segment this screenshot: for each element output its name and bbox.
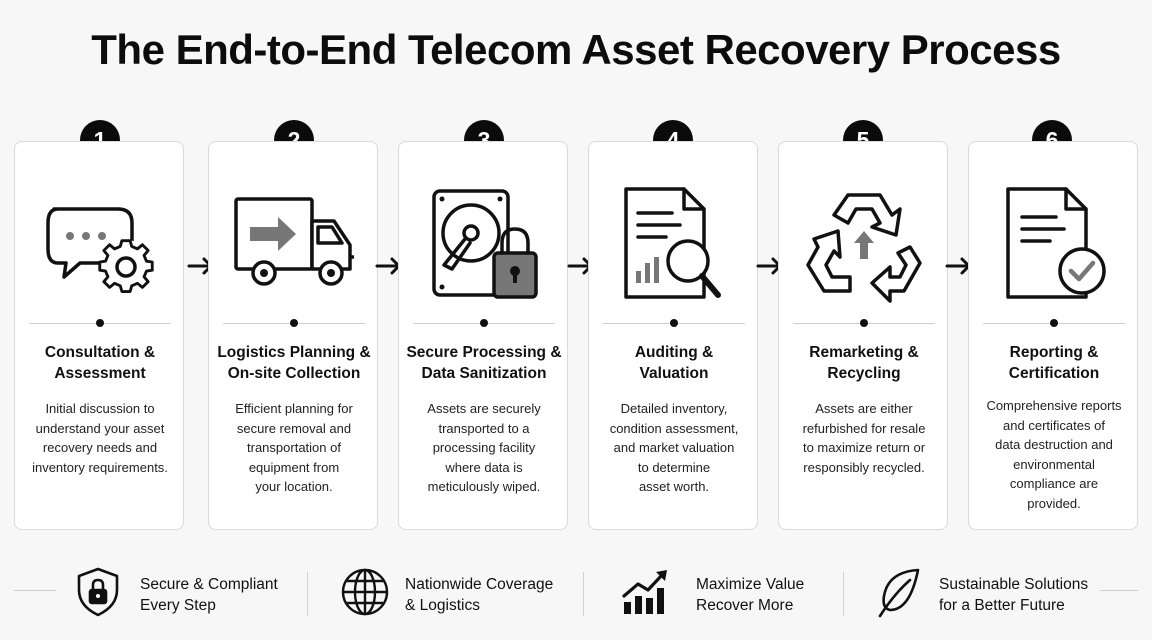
step-description: Detailed inventory,condition assessment,… [609,401,739,494]
shield-lock-icon [72,566,124,618]
leaf-icon [874,566,926,618]
step-title: Secure Processing &Data Sanitization [406,344,562,382]
step-title: Auditing &Valuation [634,344,714,382]
feature-coverage-text: Nationwide Coverage& Logistics [405,576,554,614]
step-card-secure-processing: Secure Processing &Data Sanitization Ass… [398,141,568,530]
page-title: The End-to-End Telecom Asset Recovery Pr… [91,26,1061,73]
separator-dot [860,319,868,327]
truck-icon [234,187,354,307]
separator-dot [480,319,488,327]
step-card-reporting: Reporting &Certification Comprehensive r… [968,141,1138,530]
step-card-logistics: Logistics Planning &On-site Collection E… [208,141,378,530]
footer-line [14,590,56,591]
step-card-consultation: Consultation &Assessment Initial discuss… [14,141,184,530]
hard-drive-lock-icon [424,187,544,307]
feature-divider [843,572,844,616]
recycle-icon [804,187,924,307]
document-check-icon [994,187,1114,307]
step-title: Reporting &Certification [1008,344,1100,382]
separator-dot [670,319,678,327]
globe-icon [339,566,391,618]
document-magnifier-icon [614,187,734,307]
step-card-remarketing: Remarketing &Recycling Assets are either… [778,141,948,530]
feature-divider [307,572,308,616]
separator-dot [96,319,104,327]
step-title: Remarketing &Recycling [809,344,919,382]
separator-dot [1050,319,1058,327]
chat-gear-icon [40,187,160,307]
step-card-auditing: Auditing &Valuation Detailed inventory,c… [588,141,758,530]
step-title: Logistics Planning &On-site Collection [217,344,371,382]
step-title: Consultation &Assessment [44,344,156,382]
separator-dot [290,319,298,327]
growth-chart-icon [620,566,672,618]
feature-divider [583,572,584,616]
footer-line [1100,590,1138,591]
